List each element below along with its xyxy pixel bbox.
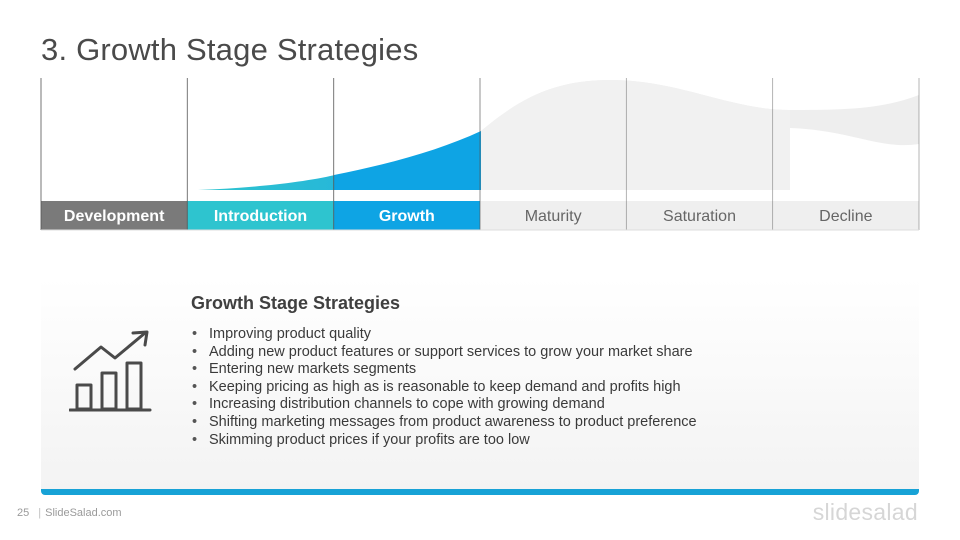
stage-label-introduction: Introduction [214,208,307,225]
stage-bar-development [41,201,188,230]
footer-source: SlideSalad.com [45,507,122,519]
stage-label-growth: Growth [379,208,435,225]
stage-label-development: Development [64,208,165,225]
brand-logo: slidesalad [812,499,918,525]
stage-bar-maturity [480,201,627,230]
panel-accent-bar [41,489,919,495]
growth-curve [334,131,481,190]
stage-label-saturation: Saturation [663,208,736,225]
stage-bar-saturation [626,201,773,230]
footer: 25 |SlideSalad.com [17,507,122,519]
list-item: Increasing distribution channels to cope… [191,396,697,414]
stage-labels: Development Introduction Growth Maturity Sat… [41,201,919,230]
stage-dividers [40,78,920,231]
panel-heading: Growth Stage Strategies [191,293,401,313]
slide-title: 3. Growth Stage Strategies [41,32,419,67]
stage-bar-introduction [187,201,334,230]
stage-label-decline: Decline [819,208,872,225]
product-life-cycle-diagram: Development Introduction Growth Maturity Sat… [40,78,920,231]
stage-bar-growth [333,201,480,230]
stage-bar-decline [772,201,919,230]
future-stages-fill [481,80,790,190]
strategy-list: Improving product quality Adding new pro… [191,326,697,449]
introduction-curve [198,175,335,190]
stage-label-maturity: Maturity [525,208,582,225]
list-item: Improving product quality [191,326,697,344]
list-item: Skimming product prices if your profits … [191,432,697,450]
footer-separator: | [38,507,42,519]
growth-chart-icon [69,330,152,412]
list-item: Shifting marketing messages from product… [191,414,697,432]
list-item: Adding new product features or support s… [191,344,697,362]
list-item: Entering new markets segments [191,361,697,379]
page-number: 25 [17,507,30,519]
list-item: Keeping pricing as high as is reasonable… [191,379,697,397]
